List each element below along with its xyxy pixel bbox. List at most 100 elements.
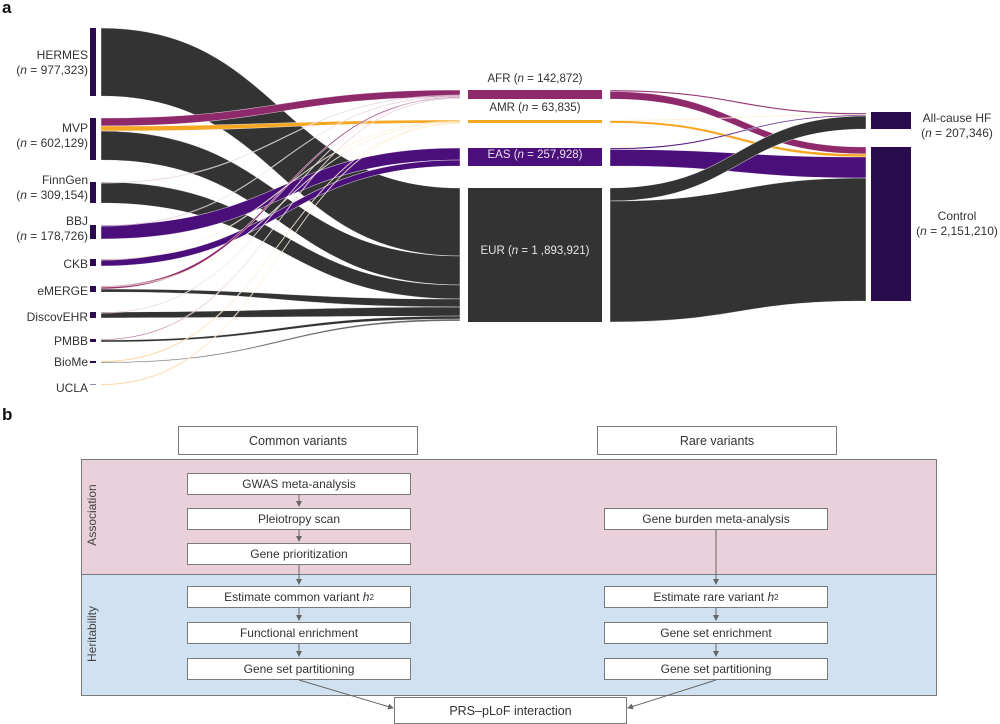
source-node-biome xyxy=(90,361,96,363)
source-node-pmbb xyxy=(90,339,96,342)
ancestry-node-afr xyxy=(468,90,602,99)
source-count: (n = 309,154) xyxy=(16,188,88,202)
panel-a-letter: a xyxy=(2,0,12,17)
source-label-discovehr: DiscovEHR xyxy=(26,310,88,324)
outcome-name: All-cause HF xyxy=(922,111,992,125)
source-label-bbj: BBJ (n = 178,726) xyxy=(16,214,88,244)
step-gene-burden-meta-analysis: Gene burden meta-analysis xyxy=(604,508,828,530)
n-symbol: n xyxy=(522,102,529,114)
rare-variants-header: Rare variants xyxy=(597,426,837,455)
outcome-node-all-cause-hf xyxy=(871,112,911,129)
association-band-label: Association xyxy=(85,484,99,546)
panel-b-letter: b xyxy=(2,405,13,424)
n-symbol: n xyxy=(20,188,27,202)
ancestry-name: AFR xyxy=(487,73,511,85)
flow-source-pmbb-to-afr xyxy=(100,97,461,341)
flow-source-discovehr-to-eur xyxy=(100,306,461,319)
h-symbol: h xyxy=(767,590,775,604)
source-name: HERMES xyxy=(36,48,88,62)
step-pleiotropy-scan: Pleiotropy scan xyxy=(187,508,411,530)
flow-eur-to-outcome-6 xyxy=(609,115,867,202)
ancestry-name: AMR xyxy=(489,102,515,114)
source-label-pmbb: PMBB xyxy=(53,334,88,348)
count-value: 142,872 xyxy=(537,73,579,85)
count-value: 1 ,893,921 xyxy=(531,245,586,257)
ancestry-name: EAS xyxy=(487,149,511,161)
outcome-node-control xyxy=(871,147,911,301)
source-label-hermes: HERMES (n = 977,323) xyxy=(16,48,88,78)
source-node-emerge xyxy=(90,286,96,292)
ancestry-label-eur: EUR (n = 1 ,893,921) xyxy=(480,245,590,257)
n-symbol: n xyxy=(517,149,524,161)
count-value: 178,726 xyxy=(40,229,84,243)
outcome-count: (n = 2,151,210) xyxy=(916,224,998,238)
source-label-biome: BioMe xyxy=(53,355,88,369)
ancestry-label-eas: EAS (n = 257,928) xyxy=(487,149,583,161)
step-rare-gene-set-partitioning: Gene set partitioning xyxy=(604,658,828,680)
outcome-label-control: Control (n = 2,151,210) xyxy=(914,209,1000,239)
source-label-mvp: MVP (n = 602,129) xyxy=(16,121,88,151)
n-symbol: n xyxy=(517,73,524,85)
h-symbol: h xyxy=(362,590,370,604)
count-value: 602,129 xyxy=(40,136,84,150)
step-gwas-meta-analysis: GWAS meta-analysis xyxy=(187,473,411,495)
source-count: (n = 977,323) xyxy=(16,63,88,77)
source-name: FinnGen xyxy=(41,173,88,187)
source-node-finngen xyxy=(90,182,96,203)
ancestry-label-amr: AMR (n = 63,835) xyxy=(489,102,581,114)
source-count: (n = 602,129) xyxy=(16,136,88,150)
step-gene-set-enrichment: Gene set enrichment xyxy=(604,622,828,644)
n-symbol: n xyxy=(920,224,927,238)
source-node-ucla xyxy=(90,384,96,385)
n-symbol: n xyxy=(925,126,932,140)
source-node-mvp xyxy=(90,118,96,160)
flow-eur-to-outcome-7 xyxy=(609,177,867,323)
outcome-label-hf: All-cause HF (n = 207,346) xyxy=(914,111,1000,141)
flow-source-pmbb-to-eur xyxy=(100,315,461,343)
common-variants-header: Common variants xyxy=(178,426,418,455)
count-value: 63,835 xyxy=(541,102,577,114)
step-text: Estimate rare variant h xyxy=(653,590,775,604)
step-text: Estimate common variant h xyxy=(224,590,370,604)
count-value: 309,154 xyxy=(40,188,84,202)
source-name: BBJ xyxy=(65,214,88,228)
source-label-ucla: UCLA xyxy=(55,381,88,395)
outcome-name: Control xyxy=(937,209,977,223)
source-label-finngen: FinnGen (n = 309,154) xyxy=(16,173,88,203)
flow-source-ucla-to-amr xyxy=(100,123,461,386)
n-symbol: n xyxy=(20,63,27,77)
source-label-ckb: CKB xyxy=(63,257,88,271)
source-node-hermes xyxy=(90,28,96,96)
flow-source-ckb-to-eas xyxy=(100,159,461,267)
ancestry-label-afr: AFR (n = 142,872) xyxy=(487,73,583,85)
ancestry-node-amr xyxy=(468,120,602,123)
source-label-emerge: eMERGE xyxy=(37,284,88,298)
flow-source-biome-to-eur xyxy=(100,318,461,364)
flow-minor-4 xyxy=(100,96,461,314)
outcome-count: (n = 207,346) xyxy=(921,126,993,140)
step-gene-prioritization: Gene prioritization xyxy=(187,543,411,565)
count-value: 977,323 xyxy=(40,63,84,77)
source-count: (n = 178,726) xyxy=(16,229,88,243)
step-prs-plof-interaction: PRS–pLoF interaction xyxy=(394,697,627,724)
step-common-gene-set-partitioning: Gene set partitioning xyxy=(187,658,411,680)
count-value: 2,151,210 xyxy=(940,224,994,238)
count-value: 257,928 xyxy=(537,149,579,161)
n-symbol: n xyxy=(511,245,519,257)
step-functional-enrichment: Functional enrichment xyxy=(187,622,411,644)
n-symbol: n xyxy=(20,229,27,243)
source-node-discovehr xyxy=(90,312,96,318)
sankey-diagram xyxy=(90,27,911,386)
ancestry-node-eur xyxy=(468,188,602,322)
heritability-band-label: Heritability xyxy=(85,606,99,663)
superscript-2: 2 xyxy=(774,592,779,602)
ancestry-name: EUR xyxy=(480,245,505,257)
n-symbol: n xyxy=(20,136,27,150)
source-node-bbj xyxy=(90,225,96,239)
count-value: 207,346 xyxy=(945,126,989,140)
ancestry-node-eas xyxy=(468,148,602,166)
source-node-ckb xyxy=(90,259,96,266)
superscript-2: 2 xyxy=(369,592,374,602)
